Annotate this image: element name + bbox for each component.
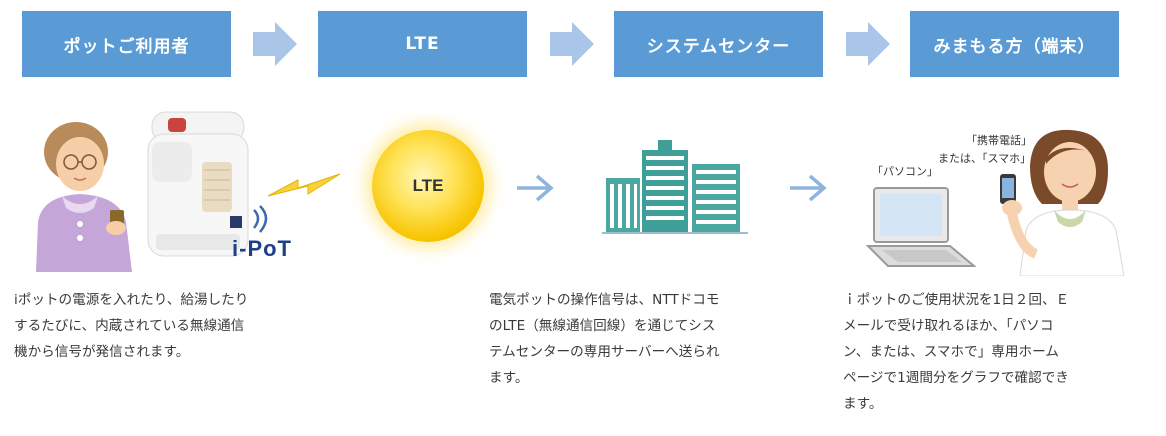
description-line: ン、または、スマホで」専用ホーム bbox=[843, 344, 1059, 360]
description-watcher: ｉポットのご使用状況を1日２回、Ｅ メールで受け取れるほか、「パソコ ン、または… bbox=[843, 287, 1148, 417]
chevron-right-icon bbox=[253, 22, 297, 66]
description-line: iポットの電源を入れたり、給湯したり bbox=[14, 292, 249, 308]
step-label: システムセンター bbox=[646, 36, 791, 57]
description-line: メールで受け取れるほか、「パソコ bbox=[843, 318, 1054, 334]
step-lte: LTE bbox=[318, 11, 527, 77]
elderly-user-illustration bbox=[36, 122, 132, 272]
description-lte: 電気ポットの操作信号は、NTTドコモ のLTE（無線通信回線）を通じてシス テム… bbox=[489, 287, 799, 391]
description-line: ページで1週間分をグラフで確認でき bbox=[843, 370, 1069, 386]
smartphone-label: または、「スマホ」 bbox=[938, 152, 1032, 165]
chevron-right-icon bbox=[550, 22, 594, 66]
arrow-right-icon bbox=[517, 174, 554, 202]
description-line: するたびに、内蔵されている無線通信 bbox=[14, 318, 245, 334]
description-line: テムセンターの専用サーバーへ送られ bbox=[489, 344, 720, 360]
step-system-center: システムセンター bbox=[614, 11, 823, 77]
step-watcher-device: みまもる方（端末） bbox=[910, 11, 1119, 77]
step-label: みまもる方（端末） bbox=[933, 36, 1096, 57]
lte-label: LTE bbox=[412, 176, 444, 195]
lte-signal-ball: LTE bbox=[372, 130, 484, 242]
description-line: のLTE（無線通信回線）を通じてシス bbox=[489, 318, 716, 334]
step-label: LTE bbox=[405, 34, 440, 54]
description-user: iポットの電源を入れたり、給湯したり するたびに、内蔵されている無線通信 機から… bbox=[14, 287, 359, 365]
description-line: ます。 bbox=[843, 396, 883, 412]
step-pot-user: ポットご利用者 bbox=[22, 11, 231, 77]
step-label: ポットご利用者 bbox=[63, 36, 190, 57]
lightning-bolt-icon bbox=[268, 173, 341, 197]
laptop-icon bbox=[866, 187, 976, 267]
phone-label: 「携帯電話」 bbox=[966, 134, 1032, 147]
pc-label: 「パソコン」 bbox=[872, 165, 938, 178]
description-line: 電気ポットの操作信号は、NTTドコモ bbox=[489, 292, 720, 308]
watcher-woman-illustration bbox=[1000, 129, 1125, 276]
wireless-signal-icon bbox=[252, 205, 268, 233]
ipot-logo: i-PoT bbox=[232, 236, 292, 261]
arrow-right-icon bbox=[790, 174, 827, 202]
description-line: 機から信号が発信されます。 bbox=[14, 344, 190, 360]
system-center-building-icon bbox=[602, 140, 748, 234]
chevron-right-icon bbox=[846, 22, 890, 66]
electric-pot-illustration bbox=[147, 111, 249, 257]
description-line: ｉポットのご使用状況を1日２回、Ｅ bbox=[843, 292, 1070, 308]
description-line: ます。 bbox=[489, 370, 529, 386]
